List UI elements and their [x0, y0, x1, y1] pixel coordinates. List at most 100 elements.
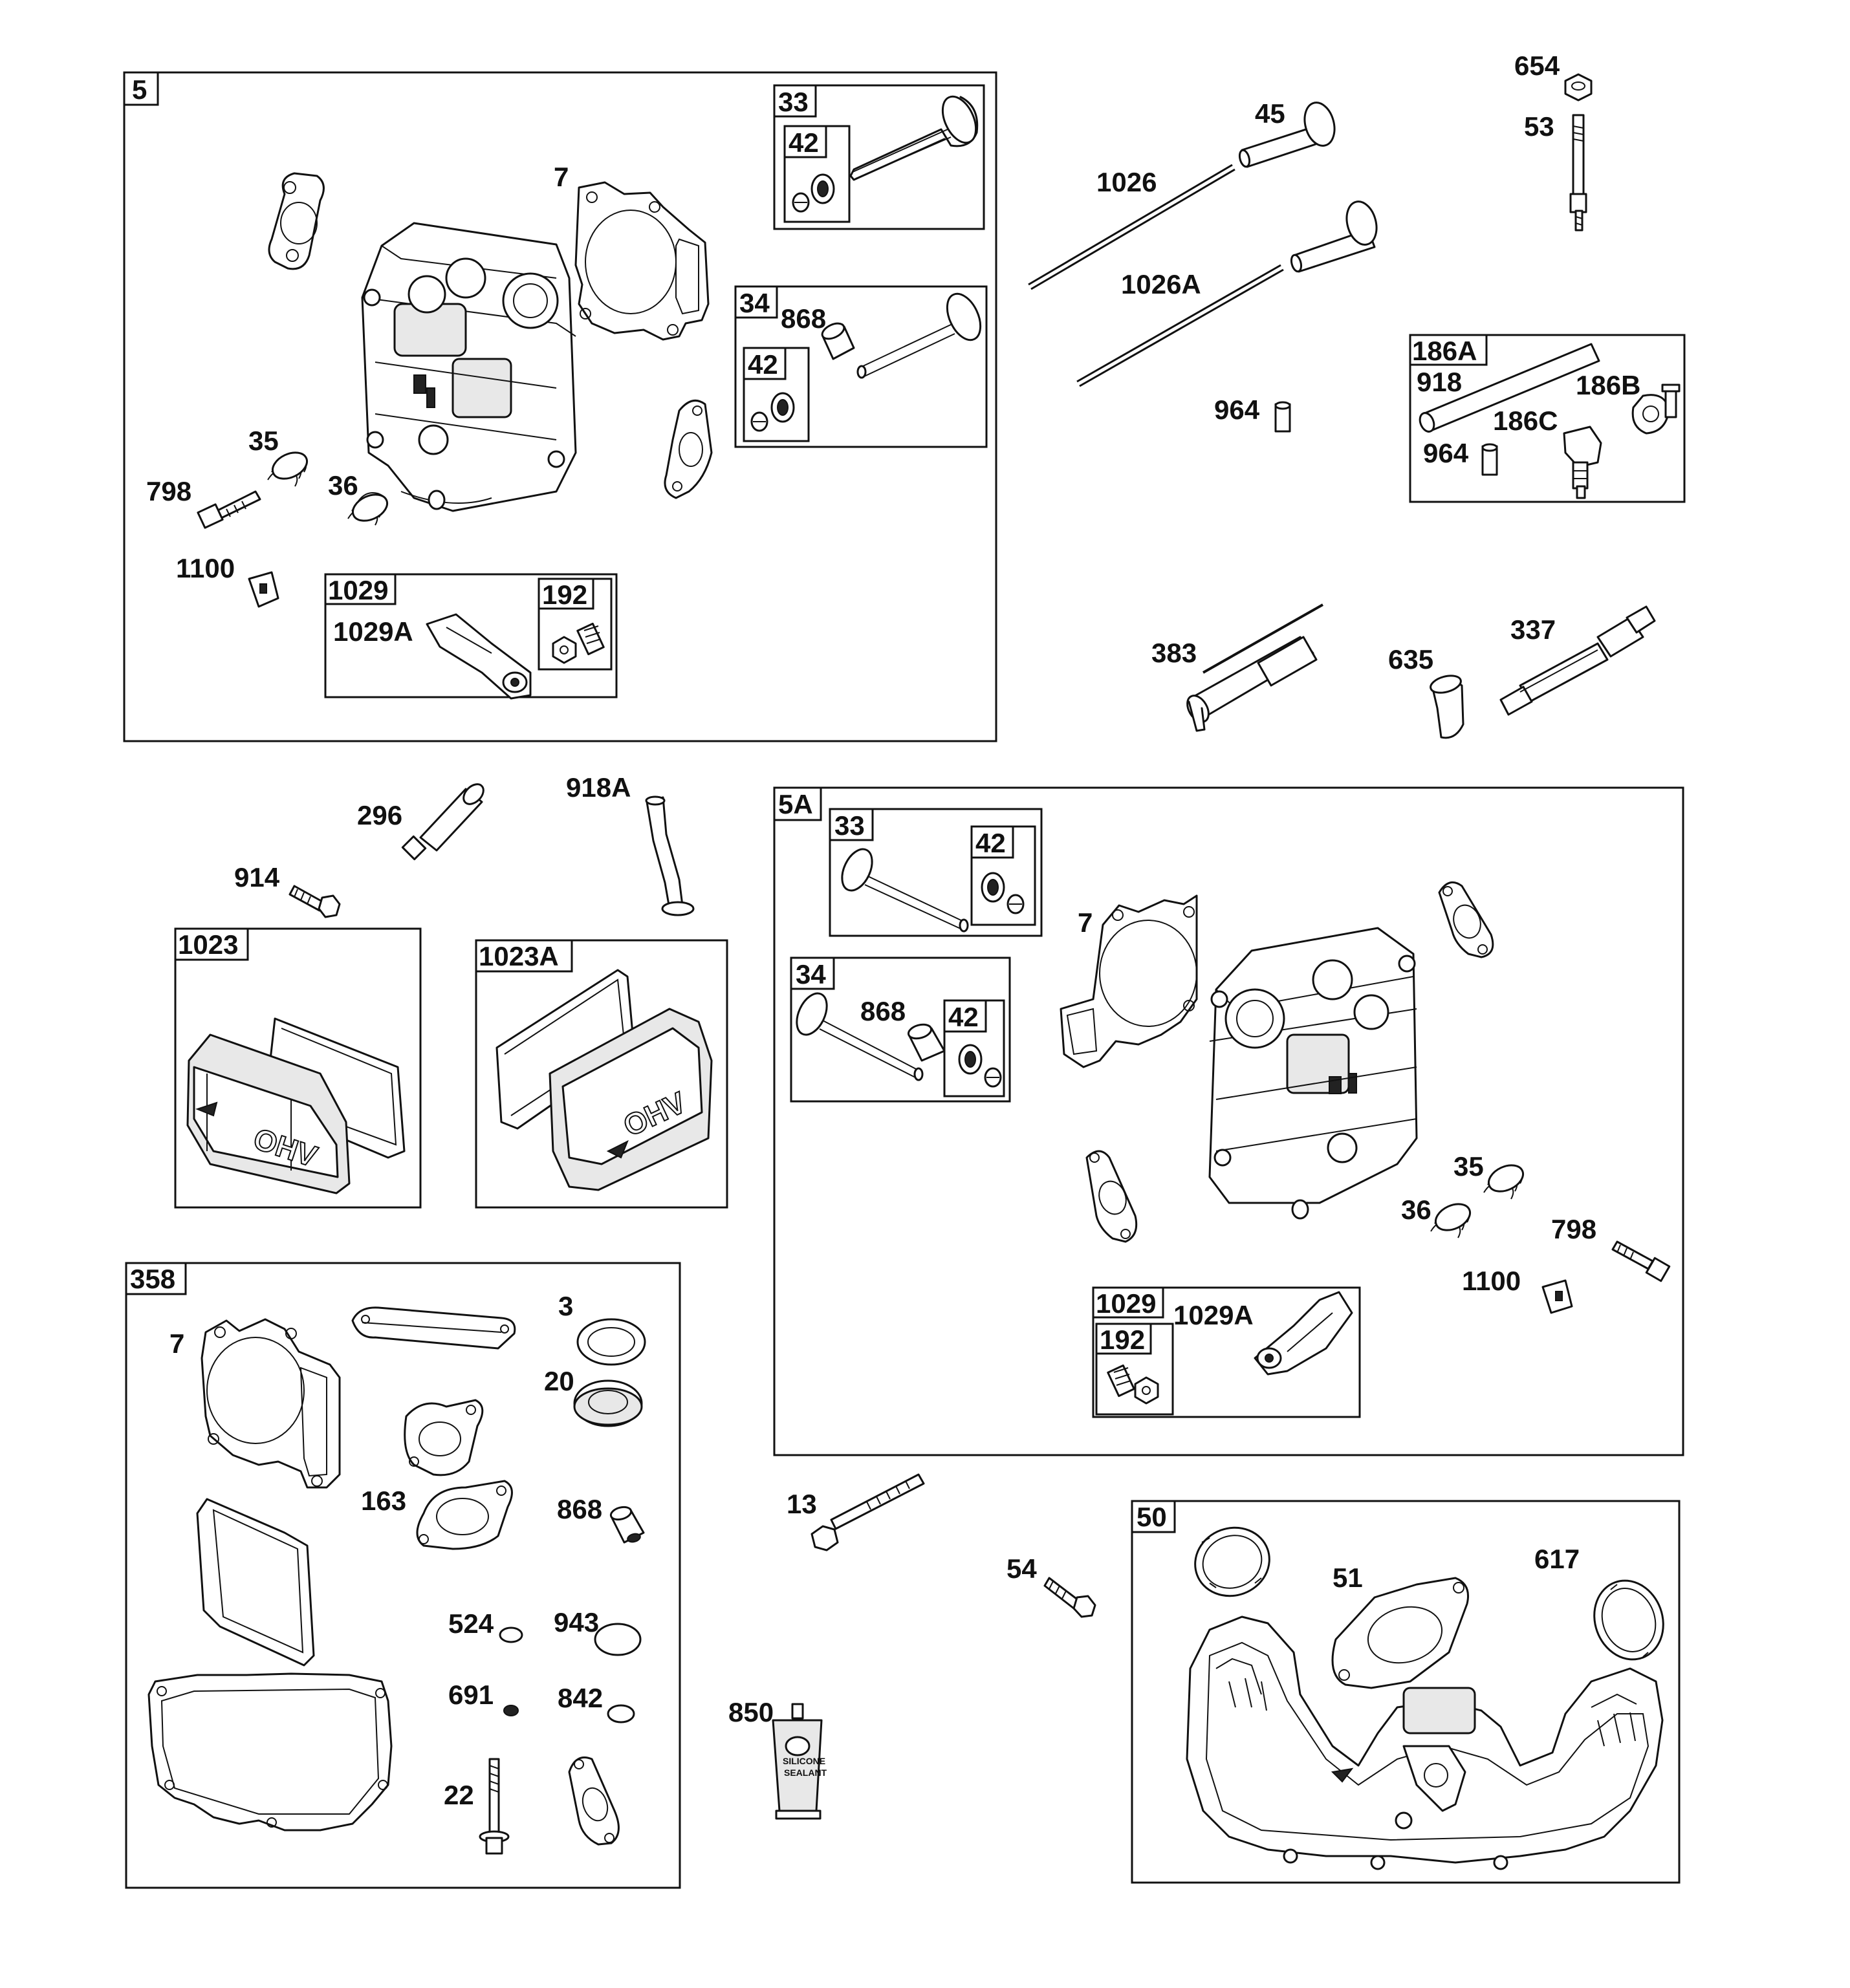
- intake-gasket-a: [268, 172, 325, 270]
- callout-918A: 918A: [566, 772, 631, 803]
- group-tag-1023A: 1023A: [479, 941, 559, 971]
- group-box-34-mid: [790, 956, 1011, 1103]
- group-box-34-top: [734, 285, 988, 448]
- group-tag-5A: 5A: [778, 789, 813, 819]
- gasket-ring-617: [1593, 1579, 1664, 1661]
- group-tag-33-mid: 33: [834, 810, 865, 841]
- group-box-1023: [174, 927, 422, 1209]
- group-tag-box-34-mid: [790, 956, 835, 990]
- oring-524: [499, 1626, 523, 1643]
- valve-spring-35-a: [267, 451, 308, 487]
- valve-spring-35-b: [1483, 1164, 1524, 1200]
- callout-1029A-a: 1029A: [333, 616, 413, 647]
- exhaust-valve-b: [841, 848, 969, 933]
- breather-valve-186B: [1631, 384, 1681, 435]
- callout-1029A-b: 1029A: [1173, 1300, 1254, 1330]
- group-tag-358: 358: [130, 1264, 175, 1294]
- group-box-1029-mid: [1092, 1286, 1361, 1418]
- callout-53: 53: [1524, 111, 1554, 142]
- callout-22: 22: [444, 1780, 474, 1810]
- oil-seal-20: [573, 1379, 643, 1427]
- callout-798-b: 798: [1551, 1214, 1596, 1244]
- oring-691: [503, 1705, 519, 1716]
- sleeve-964-a: [1274, 401, 1291, 433]
- gasket-163: [416, 1480, 513, 1550]
- group-tag-box-42-c: [970, 825, 1014, 859]
- callout-36-b: 36: [1401, 1194, 1431, 1225]
- boot-635: [1430, 675, 1464, 739]
- callout-850: 850: [728, 1697, 774, 1727]
- group-tag-box-42-a: [783, 125, 827, 158]
- group-box-33-mid: [829, 808, 1043, 937]
- spark-plug-337: [1499, 605, 1656, 716]
- tool-383: [1186, 603, 1323, 732]
- group-tag-box-186A: [1409, 334, 1488, 366]
- callout-964-a: 964: [1214, 394, 1260, 425]
- group-tag-box-1029-mid: [1092, 1286, 1164, 1319]
- head-gasket-c: [201, 1318, 341, 1489]
- cylinder-head-b: [1208, 927, 1418, 1220]
- group-tag-box-33-top: [773, 84, 817, 118]
- tappet-45-a: [1238, 102, 1336, 168]
- group-tag-box-5A: [773, 786, 822, 821]
- oil-seal-3: [576, 1318, 646, 1366]
- callout-7-a: 7: [554, 162, 569, 192]
- group-tag-box-34-top: [734, 285, 778, 319]
- callout-383: 383: [1151, 638, 1197, 668]
- callout-842: 842: [558, 1683, 603, 1713]
- stud-53: [1569, 114, 1587, 232]
- head-gasket-b: [1060, 894, 1198, 1068]
- group-tag-5: 5: [132, 74, 147, 105]
- tappet-45-b: [1290, 200, 1378, 273]
- callout-1026A: 1026A: [1121, 269, 1201, 299]
- callout-868-b: 868: [860, 996, 906, 1026]
- pushrod-1026A: [1076, 264, 1284, 387]
- valve-seal-c: [981, 872, 1025, 914]
- group-tag-186A: 186A: [1412, 336, 1477, 366]
- group-box-50: [1131, 1500, 1681, 1884]
- callout-163: 163: [361, 1486, 406, 1516]
- sealant-tube-850: SILICONE SEALANT: [772, 1703, 827, 1820]
- callout-186C: 186C: [1493, 405, 1558, 436]
- callout-13: 13: [787, 1489, 817, 1519]
- intake-gasket-c: [404, 1399, 484, 1476]
- group-tag-50: 50: [1137, 1502, 1167, 1532]
- intake-gasket-b: [1438, 881, 1494, 958]
- retainer-1100-a: [248, 571, 279, 608]
- retainer-1100-b: [1541, 1279, 1573, 1314]
- breather-hose-918A: [645, 795, 695, 916]
- gasket-51: [1331, 1577, 1469, 1689]
- breather-valve-186C: [1563, 426, 1602, 499]
- group-box-358: [125, 1262, 681, 1889]
- rocker-cover-1023A: OHV: [495, 969, 713, 1191]
- tube-label-1: SILICONE: [783, 1756, 825, 1766]
- valve-spring-36-a: [347, 492, 388, 526]
- adjusting-nut-b: [1107, 1364, 1159, 1405]
- group-tag-box-5: [123, 71, 159, 106]
- group-tag-box-192-mid: [1095, 1323, 1152, 1355]
- group-tag-box-50: [1131, 1500, 1176, 1533]
- group-tag-box-1023A: [475, 939, 573, 973]
- group-box-33-top: [773, 84, 985, 230]
- group-tag-box-1023: [174, 927, 249, 961]
- rocker-cover-gasket: [196, 1498, 315, 1667]
- bolt-13: [811, 1473, 925, 1551]
- callout-7-b: 7: [1078, 907, 1093, 938]
- gasket-ring-a: [1194, 1526, 1270, 1597]
- bolt-798-b: [1611, 1240, 1671, 1282]
- group-tag-192-top: 192: [542, 579, 587, 610]
- breather-gasket: [351, 1306, 516, 1350]
- valve-seal-a: [792, 173, 835, 213]
- bolt-22: [479, 1758, 510, 1855]
- group-tag-box-358: [125, 1262, 187, 1295]
- breather-tube-918: [1419, 343, 1600, 433]
- callout-1100-b: 1100: [1462, 1266, 1521, 1296]
- rocker-arm-a: [426, 613, 532, 700]
- callout-54: 54: [1007, 1553, 1037, 1584]
- crankcase-gasket: [147, 1672, 393, 1831]
- bolt-798-a: [197, 490, 261, 529]
- callout-914: 914: [234, 862, 280, 892]
- callout-918: 918: [1417, 367, 1462, 397]
